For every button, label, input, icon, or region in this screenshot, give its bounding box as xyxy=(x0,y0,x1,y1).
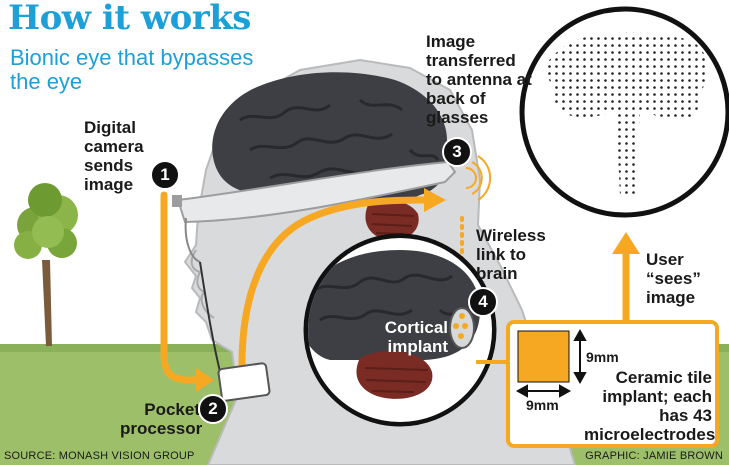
step-2-label: Pocket processor xyxy=(120,400,203,438)
step-2-badge: 2 xyxy=(198,394,228,424)
step-3-label: Image transferred to antenna at back of … xyxy=(426,32,532,127)
tile-dimension-arrows xyxy=(515,328,587,398)
phosphene-tree-dots xyxy=(546,32,709,195)
source-credit: SOURCE: MONASH VISION GROUP xyxy=(4,450,195,462)
cortical-implant-label: Cortical implant xyxy=(384,318,448,356)
tile-width-label: 9mm xyxy=(526,397,559,413)
step-4-badge: 4 xyxy=(468,287,498,317)
tile-height-label: 9mm xyxy=(586,349,619,365)
antenna-signal-arcs xyxy=(465,155,492,201)
step-1-badge: 1 xyxy=(150,160,180,190)
brain-inset-circle xyxy=(303,233,497,427)
perceived-image-circle xyxy=(519,6,729,218)
tile-description: Ceramic tile implant; each has 43 microe… xyxy=(584,368,716,444)
pocket-processor-device xyxy=(217,362,271,402)
arrow-head-to-antenna xyxy=(424,188,446,212)
cortical-implant-device xyxy=(449,307,475,349)
page-title: How it works xyxy=(8,0,251,38)
glasses-illustration xyxy=(172,160,457,381)
step-1-label: Digital camera sends image xyxy=(84,118,144,194)
user-sees-label: User “sees” image xyxy=(646,250,701,307)
page-subtitle: Bionic eye that bypasses the eye xyxy=(10,45,254,94)
step-3-badge: 3 xyxy=(442,137,472,167)
tree-illustration xyxy=(14,183,78,346)
arrow-head-to-perceived-image xyxy=(612,232,640,254)
flow-arrows xyxy=(160,191,429,384)
ceramic-tile-square xyxy=(517,330,570,383)
step-4-label: Wireless link to brain xyxy=(476,226,546,283)
graphic-credit: GRAPHIC: JAMIE BROWN xyxy=(585,450,723,462)
arrow-head-to-processor xyxy=(196,368,214,392)
